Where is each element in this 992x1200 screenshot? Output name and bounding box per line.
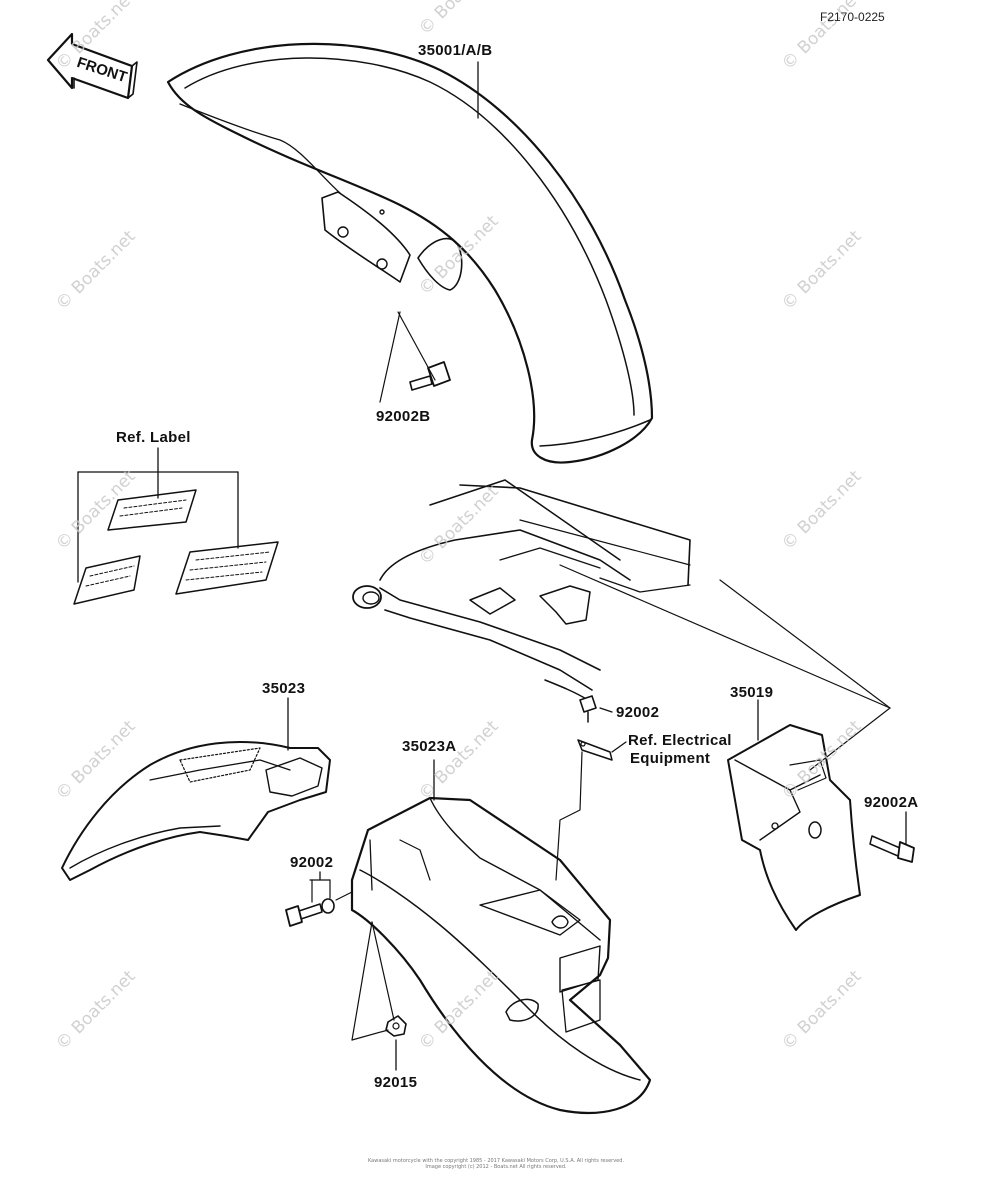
label-92002-left: 92002 bbox=[290, 854, 334, 871]
copyright-line-1: Kawasaki motorcycle with the copyright 1… bbox=[367, 1158, 624, 1164]
ref-label-stickers bbox=[73, 447, 279, 605]
front-arrow-icon: FRONT bbox=[46, 32, 138, 100]
label-35023: 35023 bbox=[262, 680, 306, 697]
label-35001: 35001/A/B bbox=[418, 42, 493, 59]
electrical-bracket-icon bbox=[577, 739, 613, 761]
label-92015: 92015 bbox=[374, 1074, 418, 1091]
figure-code: F2170-0225 bbox=[820, 10, 885, 24]
front-fender-part bbox=[166, 42, 654, 464]
swingarm-frame bbox=[352, 479, 691, 701]
bolt-92002-top-icon bbox=[579, 695, 597, 723]
bolt-92002a-icon bbox=[869, 835, 915, 863]
label-92002b: 92002B bbox=[376, 408, 431, 425]
rear-fender-rear-part bbox=[350, 796, 652, 1114]
rear-flap-part bbox=[727, 724, 861, 931]
label-35023a: 35023A bbox=[402, 738, 457, 755]
nut-92015-icon bbox=[385, 1015, 407, 1037]
label-92002a: 92002A bbox=[864, 794, 919, 811]
label-ref-label: Ref. Label bbox=[116, 429, 191, 446]
label-92002-top: 92002 bbox=[616, 704, 660, 721]
label-35019: 35019 bbox=[730, 684, 774, 701]
bolt-92002b-icon bbox=[379, 311, 451, 403]
label-ref-electrical-equipment: Equipment bbox=[630, 750, 711, 767]
bolt-92002-left-icon bbox=[285, 879, 335, 927]
rear-fender-front-part bbox=[61, 741, 331, 881]
copyright-notice: Kawasaki motorcycle with the copyright 1… bbox=[0, 1158, 992, 1170]
copyright-line-2: Image copyright (c) 2012 - Boats.net All… bbox=[425, 1164, 567, 1170]
label-ref-electrical: Ref. Electrical bbox=[628, 732, 732, 749]
